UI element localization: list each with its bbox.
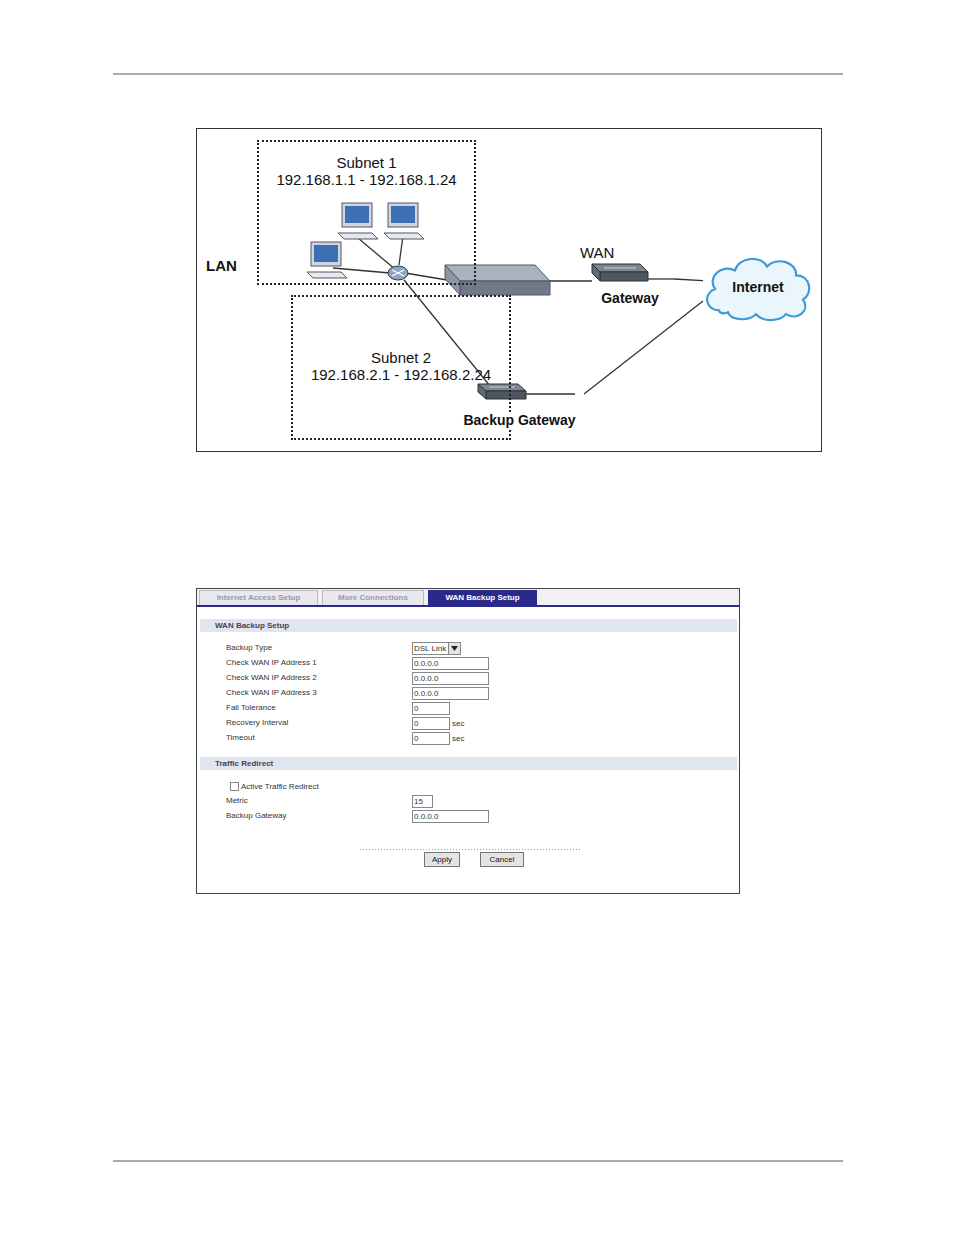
gateway-device: Gateway [586,262,674,310]
wan-label: WAN [580,244,614,261]
tab-label: Internet Access Setup [199,593,318,603]
internet-cloud: Internet [703,252,813,322]
field-value: 0 [414,719,418,729]
region-label: 192.168.2.1 - 192.168.2.24 [311,366,491,383]
field-value: 15 [414,797,423,807]
section-heading: Traffic Redirect [215,759,273,769]
node-label: Backup Gateway [461,412,577,429]
field-value: 0.0.0.0 [414,812,438,822]
router-symbol [388,266,408,280]
unit-label: sec [452,719,464,729]
network-link [584,301,703,394]
field-label: Check WAN IP Address 1 [226,658,317,668]
field-value: 0.0.0.0 [414,689,438,699]
field-label: Backup Type [226,643,272,653]
node-label: Gateway [599,290,661,307]
subnet-region: Subnet 1192.168.1.1 - 192.168.1.24 [257,140,476,285]
field-value: 0 [414,734,418,744]
field-label: Metric [226,796,248,806]
network-link [674,279,703,281]
tab-label: WAN Backup Setup [428,593,537,603]
backup-gateway-device: Backup Gateway [455,380,584,432]
button-label: Apply [424,855,460,865]
checkbox-label: Active Traffic Redirect [241,782,319,792]
field-label: Backup Gateway [226,811,286,821]
unit-label: sec [452,734,464,744]
field-label: Check WAN IP Address 2 [226,673,317,683]
lan-label: LAN [206,257,237,274]
firewall-device [445,265,550,295]
figure-frame [197,129,822,452]
region-label: Subnet 2 [371,349,431,366]
node-label: Internet [732,279,783,296]
field-label: Timeout [226,733,255,743]
region-label: 192.168.1.1 - 192.168.1.24 [276,171,456,188]
cloud-outline [707,259,809,320]
field-value: 0.0.0.0 [414,674,438,684]
screenshot [197,589,740,894]
backup-gateway-icon [478,384,526,399]
gateway-icon [592,264,648,281]
field-value: 0.0.0.0 [414,659,438,669]
field-label: Recovery Interval [226,718,288,728]
field-value: 0 [414,704,418,714]
select-value: DSL Link [414,644,446,654]
field-label: Fail Tolerance [226,703,276,713]
footer-rule [113,1161,843,1162]
region-label: Subnet 1 [336,154,396,171]
section-heading: WAN Backup Setup [215,621,289,631]
tab-label: More Connections [322,593,424,603]
field-label: Check WAN IP Address 3 [226,688,317,698]
header-rule [113,74,843,75]
pc-icons [307,203,424,278]
button-label: Cancel [480,855,524,865]
